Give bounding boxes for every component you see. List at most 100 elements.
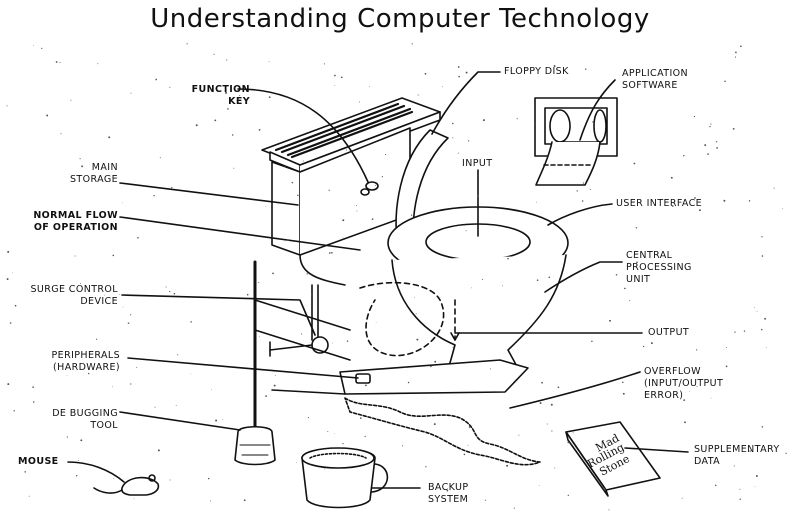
speckle-dot	[41, 47, 43, 50]
speckle-dot	[642, 345, 645, 348]
speckle-dot	[623, 199, 625, 201]
speckle-dot	[328, 189, 330, 191]
speckle-dot	[773, 187, 775, 189]
speckle-dot	[153, 194, 155, 197]
speckle-dot	[273, 384, 276, 387]
speckle-dot	[130, 314, 132, 316]
speckle-dot	[756, 310, 758, 312]
plunger	[234, 425, 276, 466]
speckle-dot	[327, 431, 329, 433]
speckle-dot	[710, 397, 712, 399]
speckle-dot	[538, 485, 540, 486]
speckle-dot	[265, 206, 267, 208]
speckle-dot	[169, 479, 171, 481]
speckle-dot	[302, 160, 304, 162]
speckle-dot	[359, 101, 360, 103]
speckle-dot	[301, 333, 303, 335]
leader-normal-flow	[119, 216, 361, 251]
speckle-dot	[725, 365, 728, 368]
speckle-dot	[551, 430, 553, 432]
speckle-dot	[698, 209, 701, 212]
speckle-dot	[546, 423, 548, 425]
speckle-dot	[32, 386, 34, 388]
speckle-dot	[243, 499, 246, 502]
speckle-dot	[334, 85, 336, 86]
speckle-dot	[416, 338, 419, 341]
speckle-dot	[761, 236, 763, 238]
speckle-dot	[710, 123, 712, 125]
speckle-dot	[468, 140, 470, 142]
speckle-dot	[689, 390, 690, 392]
speckle-dot	[541, 381, 543, 384]
speckle-dot	[442, 86, 443, 88]
speckle-dot	[458, 75, 460, 78]
speckle-dot	[761, 426, 764, 428]
speckle-dot	[334, 433, 335, 435]
speckle-dot	[592, 121, 595, 123]
speckle-dot	[670, 176, 673, 179]
speckle-dot	[66, 436, 68, 438]
speckle-dot	[716, 147, 718, 149]
speckle-dot	[782, 208, 783, 210]
speckle-dot	[371, 218, 374, 220]
speckle-dot	[724, 80, 726, 83]
speckle-dot	[274, 375, 276, 376]
speckle-dot	[154, 406, 156, 408]
label-output: OUTPUT	[648, 327, 690, 338]
label-mouse: MOUSE	[18, 456, 59, 467]
speckle-dot	[369, 86, 371, 87]
speckle-dot	[195, 124, 198, 127]
speckle-dot	[87, 372, 90, 375]
leader-mouse	[67, 461, 125, 483]
overflow-puddle	[344, 397, 541, 466]
speckle-dot	[404, 367, 406, 368]
speckle-dot	[177, 354, 179, 356]
speckle-dot	[415, 313, 417, 315]
base-plate	[339, 359, 529, 395]
speckle-dot	[137, 237, 139, 239]
speckle-dot	[207, 477, 210, 480]
leader-cpu	[544, 261, 623, 293]
speckle-dot	[424, 72, 427, 75]
speckle-dot	[414, 297, 416, 298]
speckle-dot	[624, 287, 626, 290]
speckle-dot	[331, 251, 333, 254]
speckle-dot	[518, 434, 520, 436]
speckle-dot	[567, 494, 569, 496]
speckle-dot	[359, 417, 362, 419]
speckle-dot	[24, 471, 26, 473]
speckle-dot	[295, 462, 297, 464]
speckle-dot	[169, 86, 171, 88]
speckle-dot	[635, 227, 638, 229]
speckle-dot	[364, 435, 366, 438]
speckle-dot	[239, 94, 241, 97]
label-user-interface: USER INTERFACE	[616, 198, 703, 209]
speckle-dot	[320, 138, 322, 139]
leader-peripherals	[127, 357, 359, 379]
speckle-dot	[190, 321, 192, 323]
speckle-dot	[226, 59, 228, 61]
speckle-dot	[80, 282, 81, 284]
speckle-dot	[536, 201, 537, 203]
speckle-dot	[307, 417, 309, 419]
speckle-dot	[171, 187, 173, 189]
speckle-dot	[410, 214, 413, 216]
speckle-dot	[28, 495, 30, 497]
speckle-dot	[603, 488, 606, 491]
speckle-dot	[324, 468, 325, 470]
speckle-dot	[584, 68, 587, 70]
toilet-bowl	[391, 254, 567, 373]
speckle-dot	[581, 200, 584, 202]
speckle-dot	[452, 122, 454, 125]
speckle-dot	[286, 239, 289, 241]
speckle-dot	[81, 165, 84, 168]
speckle-dot	[323, 63, 325, 65]
leader-user-interface	[547, 203, 613, 226]
speckle-dot	[735, 51, 737, 54]
speckle-dot	[482, 119, 485, 122]
speckle-dot	[253, 391, 254, 393]
